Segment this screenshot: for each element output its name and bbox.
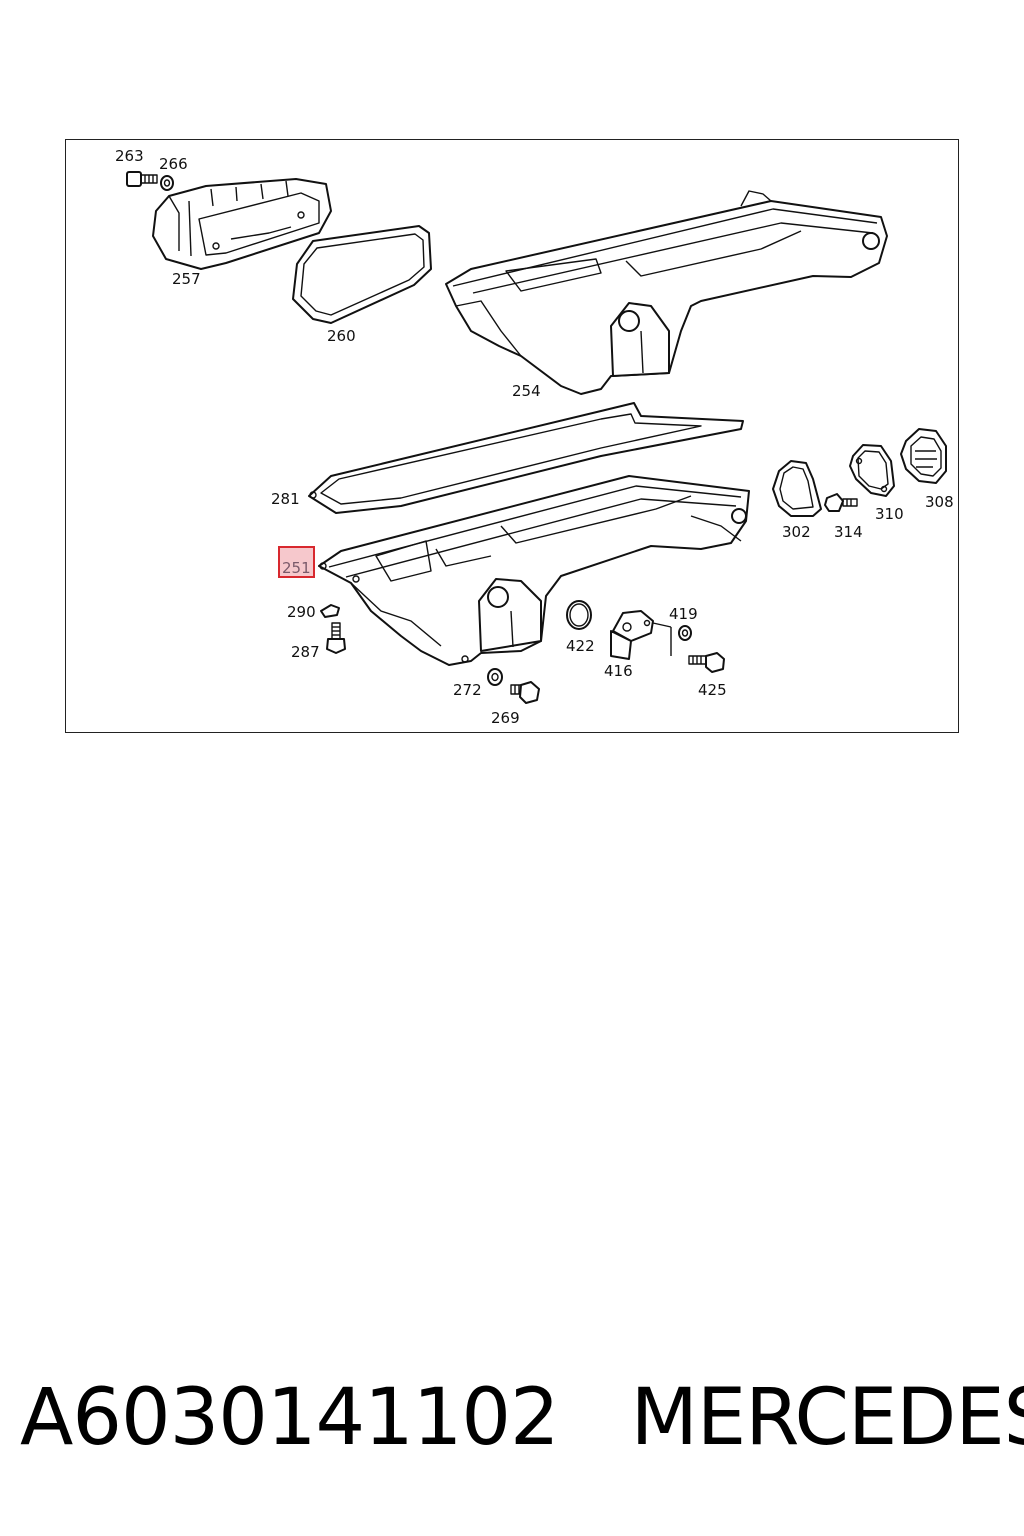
callout-266: 266 (159, 155, 188, 173)
part-number: A6030141102 (20, 1373, 560, 1463)
callout-290: 290 (287, 603, 316, 621)
callout-425: 425 (698, 681, 727, 699)
washer-419 (678, 625, 692, 641)
bolt-425 (688, 652, 725, 673)
callout-422: 422 (566, 637, 595, 655)
washer-266 (160, 175, 174, 191)
caption: A6030141102 MERCEDES (20, 1368, 1024, 1468)
callout-257: 257 (172, 270, 201, 288)
callout-263: 263 (115, 147, 144, 165)
cover-257 (152, 178, 332, 270)
drain-plug-269 (510, 681, 540, 704)
callout-308: 308 (925, 493, 954, 511)
bolt-263 (126, 171, 158, 187)
bolt-287 (326, 622, 346, 654)
sensor-416 (610, 610, 672, 660)
exploded-view-drawing: 263 266 257 260 254 281 251 302 314 310 … (115, 147, 954, 727)
oil-pan-lower-251 (318, 475, 750, 666)
callout-302: 302 (782, 523, 811, 541)
callout-314: 314 (834, 523, 863, 541)
callout-269: 269 (491, 709, 520, 727)
callout-272: 272 (453, 681, 482, 699)
cover-308 (900, 428, 947, 484)
gasket-260 (292, 225, 432, 324)
callout-310: 310 (875, 505, 904, 523)
parts-diagram: 263 266 257 260 254 281 251 302 314 310 … (65, 139, 959, 733)
washer-272 (487, 668, 503, 686)
gasket-281 (308, 402, 744, 514)
callout-416: 416 (604, 662, 633, 680)
clip-290 (320, 604, 340, 618)
callout-281: 281 (271, 490, 300, 508)
brand-name: MERCEDES (630, 1373, 1024, 1463)
callout-419: 419 (669, 605, 698, 623)
callout-260: 260 (327, 327, 356, 345)
o-ring-422 (566, 600, 592, 630)
callout-287: 287 (291, 643, 320, 661)
highlight-box-251 (278, 546, 315, 578)
callout-254: 254 (512, 382, 541, 400)
gasket-302 (772, 460, 822, 517)
oil-pan-upper-254 (445, 190, 888, 395)
bolt-314 (824, 493, 858, 512)
gasket-310 (849, 444, 895, 497)
callout-251[interactable]: 251 (282, 559, 311, 577)
